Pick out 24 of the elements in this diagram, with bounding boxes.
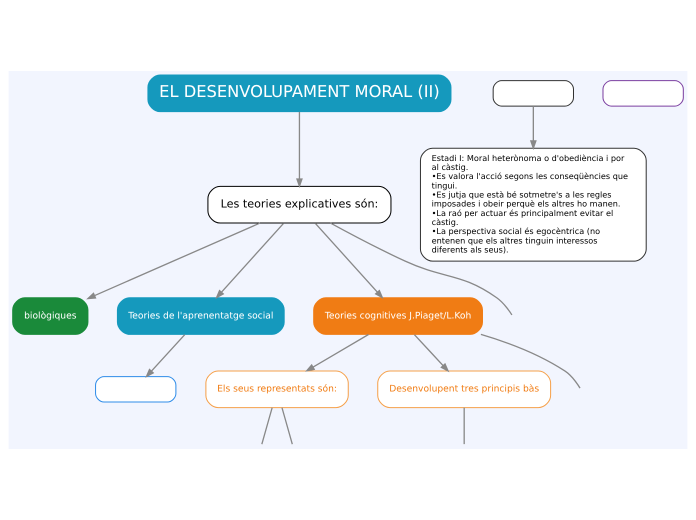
node-box — [95, 376, 176, 402]
node-box: Teories cognitives J.Piaget/L.Koh — [313, 297, 483, 335]
connector — [261, 407, 273, 444]
node-box: Les teories explicatives són: — [207, 186, 392, 224]
connector — [330, 222, 512, 316]
node-box: Teories de l'aprenentatge social — [116, 297, 285, 335]
arrow — [296, 112, 303, 188]
node-box — [602, 80, 684, 107]
arrow — [305, 334, 369, 372]
node-box — [492, 80, 574, 107]
arrow — [530, 106, 537, 150]
connector — [480, 334, 581, 388]
node-box: Desenvolupent tres principis bàs — [377, 370, 552, 408]
node-box: biològiques — [12, 297, 88, 335]
arrow — [314, 222, 384, 300]
node-box: Estadi I: Moral heterònoma o d'obediència i por al càstig. •Es valora l'acció segons les conseqüències que tingui. •Es jutja que està bé sotmetre's a les regles imposades i obeir perquè els altres ho manen. •La raó per actuar és principalment evitar el càstig. •La perspectiva social és egocèntrica (no entenen que els altres tinguin interessos diferents als seus). — [420, 148, 647, 262]
arrow — [215, 222, 284, 300]
arrow — [145, 334, 186, 378]
arrow — [86, 222, 260, 300]
node-box: EL DESENVOLUPAMENT MORAL (II) — [147, 74, 452, 112]
connector — [281, 407, 293, 444]
arrow — [414, 334, 450, 372]
node-box: Els seus representats són: — [205, 370, 349, 408]
connector — [464, 408, 465, 444]
